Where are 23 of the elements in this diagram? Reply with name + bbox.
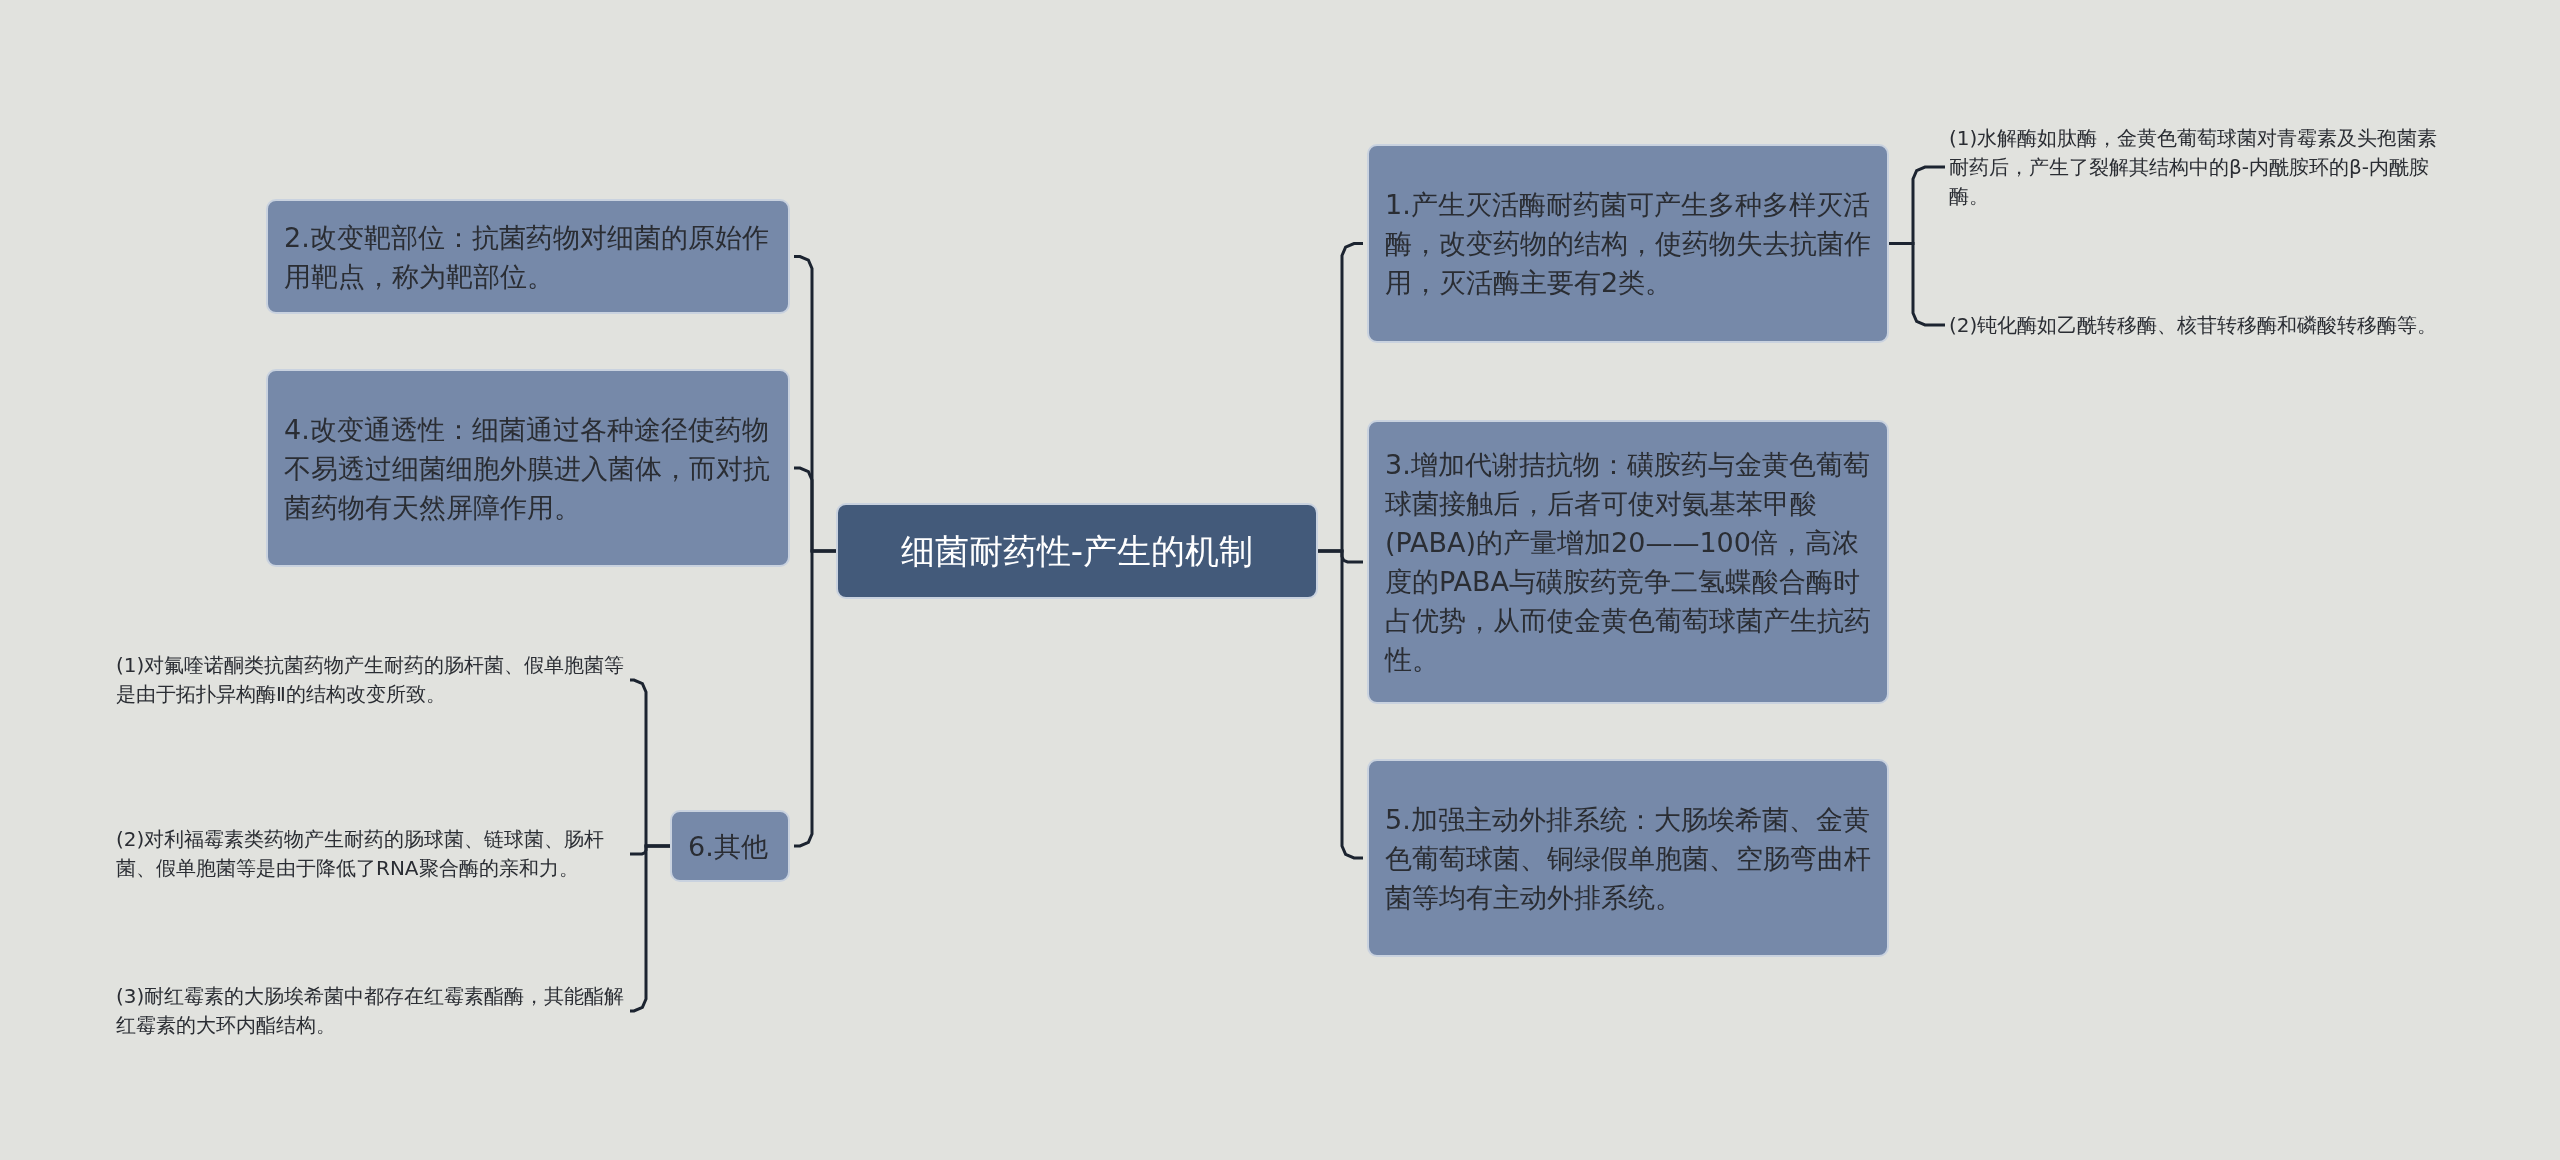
subtopic-text: (1)水解酶如肽酶，金黄色葡萄球菌对青霉素及头孢菌素耐药后，产生了裂解其结构中的β-内酰胺环的β-内酰胺酶。 [1949,124,2439,210]
topic-box [670,810,790,882]
topic-text: 细菌耐药性-产生的机制 [900,531,1254,571]
topic-text: 2.改变靶部位：抗菌药物对细菌的原始作用靶点，称为靶部位。 [284,220,770,294]
connector-line [630,844,670,1013]
connector-line [794,549,836,848]
subtopic-text: (1)对氟喹诺酮类抗菌药物产生耐药的肠杆菌、假单胞菌等是由于拓扑异构酶Ⅱ的结构改变所致。 [116,652,626,708]
subtopic-text: (2)钝化酶如乙酰转移酶、核苷转移酶和磷酸转移酶等。 [1949,311,2438,339]
connector-line [1318,549,1363,860]
topic-text: 1.产生灭活酶耐药菌可产生多种多样灭活酶，改变药物的结构，使药物失去抗菌作用，灭活酶主要有2类。 [1385,188,1871,300]
subtopic-text: (3)耐红霉素的大肠埃希菌中都存在红霉素酯酶，其能酯解红霉素的大环内酯结构。 [116,983,626,1039]
topic-box [1367,759,1889,957]
connector-line [1889,242,1945,327]
subtopic-text: (2)对利福霉素类药物产生耐药的肠球菌、链球菌、肠杆菌、假单胞菌等是由于降低了RNA聚合酶的亲和力。 [116,826,606,882]
topic-box [266,369,790,567]
topic-text: 6.其他 [688,829,768,864]
topic-box [1367,420,1889,704]
topic-text: 5.加强主动外排系统：大肠埃希菌、金黄色葡萄球菌、铜绿假单胞菌、空肠弯曲杆菌等均有主动外排系统。 [1385,802,1871,915]
topic-text: 3.增加代谢拮抗物：磺胺药与金黄色葡萄球菌接触后，后者可使对氨基苯甲酸(PABA)的产量增加20——100倍，高浓度的PABA与磺胺药竞争二氢蝶酸合酶时占优势，从而使金黄色葡萄球菌产生抗药性。 [1385,448,1871,677]
topic-text: 4.改变通透性：细菌通过各种途径使药物不易透过细菌细胞外膜进入菌体，而对抗菌药物有天然屏障作用。 [284,412,771,525]
topic-box [266,199,790,314]
central-topic-box [836,503,1318,599]
topic-box [1367,144,1889,343]
